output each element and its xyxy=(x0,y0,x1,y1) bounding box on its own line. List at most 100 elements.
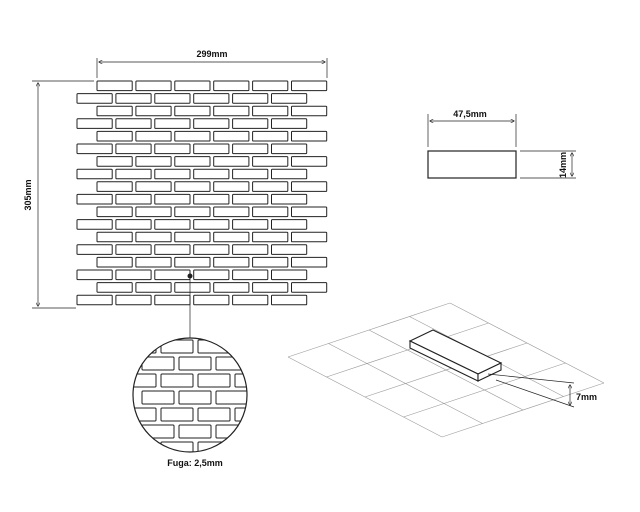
mosaic-brick xyxy=(96,105,133,117)
detail-brick xyxy=(253,459,285,472)
tile-height-label: 14mm xyxy=(558,152,568,178)
isometric-grid xyxy=(287,302,605,438)
mosaic-brick xyxy=(135,206,172,218)
mosaic-brick xyxy=(154,219,191,230)
detail-brick xyxy=(234,373,247,388)
mosaic-brick xyxy=(232,118,269,129)
isometric-tile-view: 7mm xyxy=(287,302,605,438)
mosaic-brick xyxy=(135,256,172,268)
mosaic-brick xyxy=(154,143,191,155)
detail-brick xyxy=(290,391,322,404)
mosaic-brick xyxy=(213,282,250,293)
panel-width-dimension: 299mm xyxy=(96,49,328,78)
joint-detail-circle: Fuga: 2,5mm xyxy=(132,337,359,472)
single-tile-front-view: 47,5mm 14mm xyxy=(427,109,576,179)
mosaic-brick xyxy=(135,156,172,167)
detail-brick xyxy=(197,373,231,388)
tile-length-label: 47,5mm xyxy=(453,109,487,119)
mosaic-brick xyxy=(193,118,230,129)
tile-thickness-label: 7mm xyxy=(576,392,597,402)
detail-brick xyxy=(327,459,359,472)
mosaic-brick xyxy=(213,80,250,92)
detail-brick xyxy=(160,339,194,354)
mosaic-brick xyxy=(154,168,191,180)
mosaic-brick xyxy=(271,93,308,104)
detail-brick xyxy=(234,441,247,452)
mosaic-brick xyxy=(271,294,308,306)
mosaic-brick xyxy=(232,93,269,104)
mosaic-brick xyxy=(193,294,230,306)
mosaic-brick xyxy=(115,294,152,306)
mosaic-brick xyxy=(135,130,172,142)
grid-line xyxy=(287,302,451,358)
detail-brick xyxy=(197,407,231,422)
mosaic-brick xyxy=(174,130,211,142)
detail-brick xyxy=(215,356,247,371)
detail-brick xyxy=(197,339,231,354)
mosaic-brick xyxy=(154,244,191,255)
mosaic-brick xyxy=(213,231,250,243)
detail-brick xyxy=(234,407,247,422)
mosaic-brick xyxy=(174,181,211,192)
mosaic-brick xyxy=(115,93,152,104)
joint-label: Fuga: 2,5mm xyxy=(167,458,223,468)
mosaic-brick xyxy=(271,269,308,281)
mosaic-brick xyxy=(271,193,308,205)
mosaic-brick xyxy=(115,269,152,281)
detail-brick xyxy=(197,441,231,452)
mosaic-brick xyxy=(271,143,308,155)
detail-brick xyxy=(290,425,322,438)
mosaic-brick xyxy=(193,193,230,205)
mosaic-brick xyxy=(96,282,133,293)
detail-brick xyxy=(133,441,157,452)
mosaic-brick xyxy=(174,256,211,268)
mosaic-brick xyxy=(213,130,250,142)
detail-brick xyxy=(327,425,359,438)
mosaic-brick xyxy=(193,168,230,180)
detail-brick xyxy=(178,390,212,405)
detail-brick xyxy=(253,391,285,404)
mosaic-brick xyxy=(174,105,211,117)
detail-brick xyxy=(309,408,341,421)
detail-brick xyxy=(133,373,157,388)
panel-height-label: 305mm xyxy=(23,179,33,210)
mosaic-brick xyxy=(135,282,172,293)
mosaic-brick xyxy=(232,168,269,180)
mosaic-brick xyxy=(135,105,172,117)
mosaic-brick xyxy=(291,206,328,218)
detail-brick xyxy=(253,425,285,438)
mosaic-brick xyxy=(291,256,328,268)
mosaic-brick xyxy=(135,231,172,243)
detail-brick xyxy=(272,340,304,353)
mosaic-brick xyxy=(76,118,113,129)
mosaic-brick xyxy=(213,105,250,117)
mosaic-brick xyxy=(291,282,328,293)
detail-brick xyxy=(327,391,359,404)
mosaic-brick xyxy=(115,193,152,205)
mosaic-brick xyxy=(252,181,289,192)
mosaic-brick xyxy=(291,105,328,117)
detail-brick xyxy=(234,339,247,354)
mosaic-brick xyxy=(115,118,152,129)
mosaic-brick xyxy=(213,206,250,218)
detail-brick xyxy=(309,340,341,353)
mosaic-brick xyxy=(115,219,152,230)
mosaic-brick xyxy=(213,181,250,192)
mosaic-brick xyxy=(154,193,191,205)
mosaic-brick xyxy=(96,231,133,243)
mosaic-brick xyxy=(96,80,133,92)
detail-brick xyxy=(133,407,157,422)
mosaic-brick xyxy=(76,294,113,306)
panel-height-dimension: 305mm xyxy=(23,80,94,309)
mosaic-brick xyxy=(291,181,328,192)
detail-brick xyxy=(253,357,285,370)
mosaic-brick xyxy=(96,256,133,268)
mosaic-brick xyxy=(174,80,211,92)
mosaic-brick xyxy=(174,206,211,218)
detail-leader xyxy=(187,273,193,338)
mosaic-brick xyxy=(76,93,113,104)
mosaic-brick xyxy=(291,80,328,92)
grid-line xyxy=(364,342,528,398)
mosaic-brick xyxy=(252,130,289,142)
mosaic-brick xyxy=(213,156,250,167)
